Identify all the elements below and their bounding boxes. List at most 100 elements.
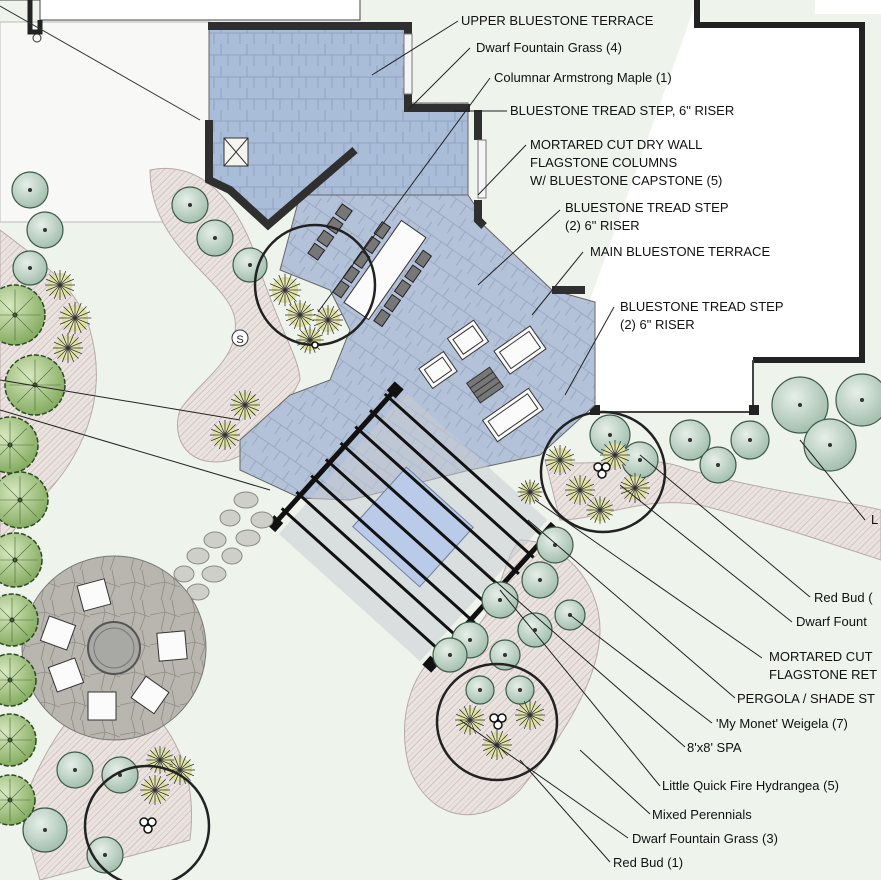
grass-blade	[67, 347, 75, 363]
grass-blade	[634, 487, 642, 503]
grass-blade	[53, 270, 61, 286]
grass-blade	[169, 769, 181, 781]
grass-blade	[519, 714, 531, 726]
tree-branch	[11, 619, 28, 636]
grass-blade	[529, 491, 540, 502]
grass-blade	[549, 459, 561, 471]
tree-branch	[19, 482, 38, 501]
grass-blade	[59, 274, 71, 286]
wall-window	[403, 33, 413, 95]
grass-blade	[61, 333, 69, 349]
grass-blade	[224, 428, 240, 436]
tree-branch	[34, 384, 54, 404]
fire-pit-patio	[21, 555, 207, 741]
grass-blade	[289, 314, 301, 326]
grass-group	[45, 270, 650, 805]
grill	[223, 137, 249, 167]
label-flagstone-columns: MORTARED CUT DRY WALL FLAGSTONE COLUMNS …	[530, 136, 722, 190]
grass-blade	[529, 714, 537, 730]
tree-branch	[0, 729, 11, 741]
grass-blade	[140, 789, 156, 797]
specimen-trees	[83, 223, 667, 880]
label-hydrangea: Little Quick Fire Hydrangea (5)	[662, 778, 840, 793]
shrub-center	[213, 236, 217, 240]
shrub-center	[498, 598, 502, 602]
grass-blade	[529, 486, 542, 493]
grass-blade	[600, 448, 616, 456]
grass-blade	[179, 769, 191, 781]
grass-blade	[67, 341, 83, 349]
label-perennials: Mixed Perennials	[652, 807, 752, 822]
grass-blade	[224, 434, 236, 446]
grass-blade	[496, 744, 512, 752]
grass-blade	[244, 404, 260, 412]
grass-blade	[469, 719, 481, 731]
grass-blade	[327, 313, 343, 321]
spigot-label: S	[236, 334, 243, 346]
wall-window-2	[477, 139, 487, 199]
grass-blade	[579, 489, 595, 497]
grass-blade	[559, 445, 567, 461]
shrub-center	[28, 188, 32, 192]
grass-blade	[238, 390, 246, 406]
label-line: FLAGSTONE COLUMNS	[530, 155, 678, 170]
grass-blade	[67, 333, 75, 349]
grass-blade	[154, 783, 170, 791]
tree-branch	[0, 559, 16, 576]
grass-blade	[579, 483, 595, 491]
grass-blade	[463, 719, 471, 735]
grass-blade	[614, 454, 626, 466]
grass-blade	[284, 289, 297, 302]
leader-lines	[0, 20, 866, 863]
grass-blade	[74, 306, 87, 319]
grass-blade	[553, 459, 561, 475]
tree-branch	[0, 299, 16, 316]
shrub-center	[43, 828, 47, 832]
grass-blade	[482, 744, 498, 752]
label-spa: 8'x8' SPA	[687, 740, 742, 755]
grass-blade	[455, 719, 471, 727]
grass-blade	[154, 789, 170, 797]
grass-blade	[559, 459, 575, 467]
label-main-terrace: MAIN BLUESTONE TERRACE	[590, 244, 771, 259]
grass-blade	[45, 284, 61, 292]
grass-blade	[148, 775, 156, 791]
grass-blade	[600, 454, 616, 462]
tree-branch	[9, 444, 28, 463]
grass-blade	[284, 289, 292, 306]
grass-blade	[234, 404, 246, 416]
grass-blade	[496, 734, 508, 746]
grass-blade	[179, 769, 195, 777]
grass-blade	[284, 278, 297, 291]
grass-blade	[529, 491, 536, 504]
grass-blade	[628, 473, 636, 489]
grass-blade	[53, 347, 69, 355]
grass-blade	[57, 347, 69, 359]
grass-blade	[147, 754, 161, 761]
grass-blade	[67, 337, 79, 349]
grass-blade	[159, 754, 173, 761]
tree-branch	[0, 314, 16, 331]
stepping-stones	[161, 491, 274, 601]
label-tread-step-2a: BLUESTONE TREAD STEP (2) 6" RISER	[565, 199, 729, 235]
grass-blade	[68, 302, 76, 319]
grass-blade	[486, 734, 498, 746]
tree-branch	[0, 739, 11, 751]
grass-blade	[518, 486, 531, 493]
grass-blade	[459, 709, 471, 721]
grass-blade	[173, 769, 181, 785]
shrub-center	[73, 768, 77, 772]
grass-blade	[608, 440, 616, 456]
tree-branch	[9, 739, 26, 756]
grass-blade	[299, 300, 307, 316]
tree-branch	[2, 482, 21, 501]
grass-blade	[529, 714, 545, 722]
grass-blade	[304, 327, 311, 341]
grass-blade	[549, 449, 561, 461]
grass-blade	[67, 347, 79, 359]
tree-branch	[9, 427, 28, 446]
tree-branch	[34, 366, 54, 386]
label-tread-step-6: BLUESTONE TREAD STEP, 6" RISER	[510, 103, 735, 118]
grass-blade	[154, 779, 166, 791]
